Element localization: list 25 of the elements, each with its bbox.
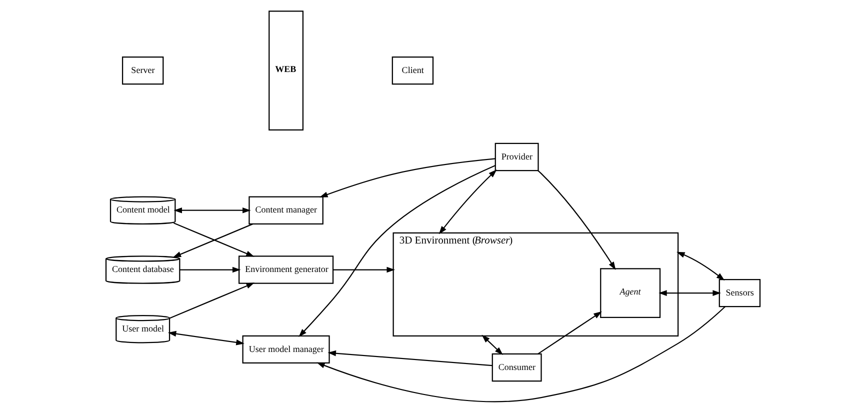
arrow: [676, 252, 724, 281]
arrow: [537, 170, 616, 270]
node-box: Content manager: [248, 196, 323, 224]
arrow: [438, 170, 496, 234]
arrow: [327, 350, 492, 366]
arrow: [537, 311, 602, 354]
node-box: WEB: [268, 10, 304, 130]
node-box: Provider: [494, 142, 538, 172]
node-box: User model manager: [242, 335, 330, 364]
node-box: Server: [121, 56, 164, 85]
arrow: [658, 290, 720, 296]
arrow: [168, 282, 254, 319]
node-box: Client: [391, 56, 434, 85]
node-box: Sensors: [718, 278, 760, 308]
arrow: [332, 266, 395, 273]
node-box: Consumer: [491, 353, 542, 382]
arrow: [298, 164, 496, 338]
arrow: [173, 207, 250, 214]
arrow: [481, 334, 503, 356]
arrow: [318, 158, 495, 198]
node-box: Environment generator: [238, 256, 334, 284]
arrow: [167, 330, 244, 346]
node-box: Agent: [600, 268, 660, 318]
arrow: [179, 266, 240, 273]
arrow: [316, 306, 726, 402]
